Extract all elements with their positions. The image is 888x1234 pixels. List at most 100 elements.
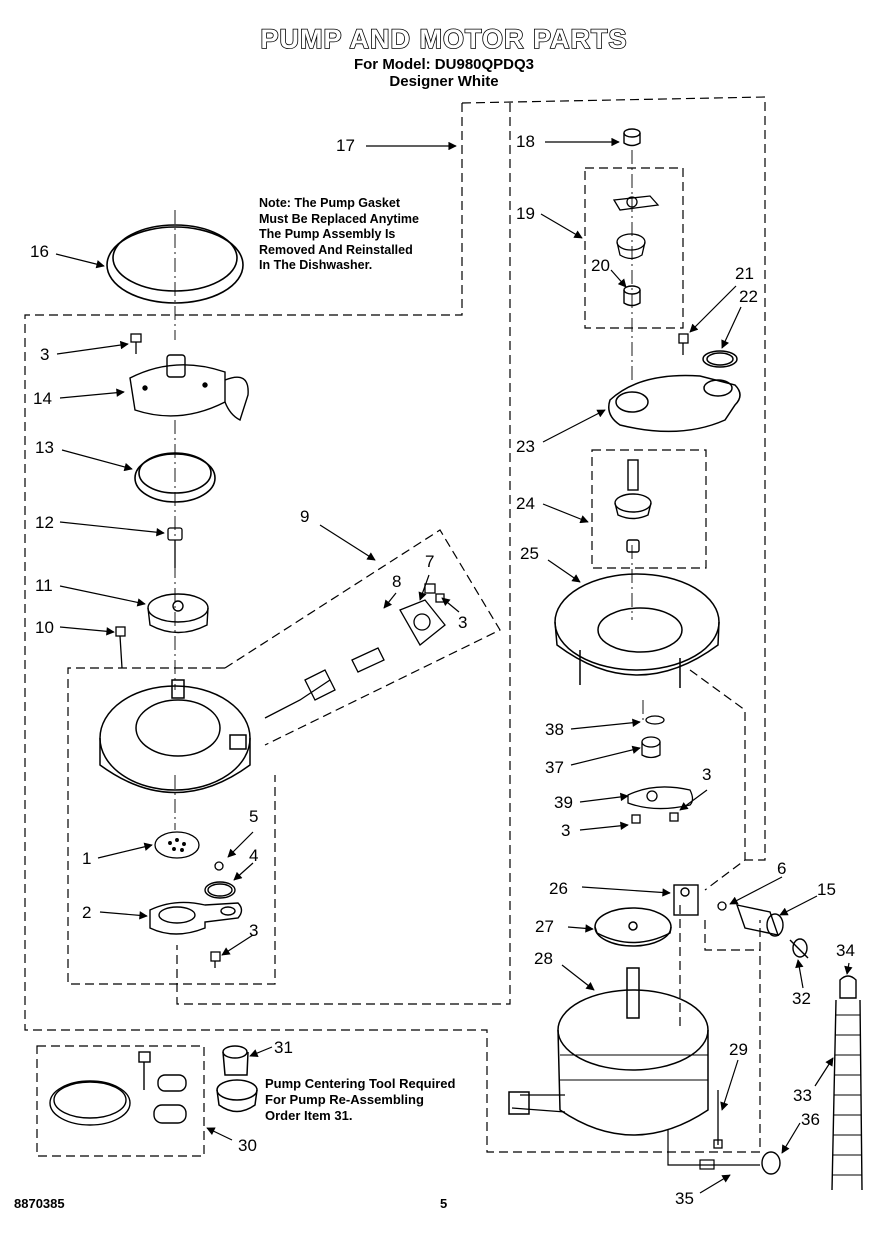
- part-19-seal-set: [612, 195, 660, 260]
- gasket-note: Note: The Pump Gasket Must Be Replaced A…: [259, 196, 419, 274]
- boundary-motor-link: [689, 669, 746, 891]
- part-23-plate: [608, 374, 741, 433]
- part-2-pump-base: [149, 901, 243, 935]
- boundary-30: [36, 1045, 205, 1157]
- boundary-17-upper: [24, 103, 761, 1153]
- part-38-o-ring: [645, 715, 665, 725]
- callout-6: 6: [777, 859, 787, 878]
- callout-8: 8: [392, 572, 402, 591]
- part-20-bushing: [623, 285, 641, 307]
- boundary-24: [591, 449, 707, 569]
- boundary-hose: [704, 920, 760, 951]
- part-33-hose: [831, 999, 863, 1191]
- callout-25: 25: [520, 544, 539, 563]
- callout-32: 32: [792, 989, 811, 1008]
- callout-3: 3: [458, 613, 468, 632]
- part-13-seal-ring: [134, 452, 216, 503]
- part-27-disc: [594, 907, 672, 947]
- part-15-fitting: [735, 904, 809, 959]
- callout-4: 4: [249, 846, 259, 865]
- gasket-note-line: Note: The Pump Gasket: [259, 196, 400, 210]
- callout-3: 3: [249, 921, 259, 940]
- part-12-bolt: [167, 527, 183, 568]
- color-line: Designer White: [389, 73, 499, 90]
- tool-note-line: Pump Centering Tool Required: [265, 1076, 456, 1091]
- callout-34: 34: [836, 941, 855, 960]
- boundary-17: [461, 96, 766, 861]
- callout-24: 24: [516, 494, 535, 513]
- part-30-kit: [49, 1051, 187, 1126]
- part-37-valve: [641, 736, 661, 759]
- callout-11: 11: [35, 576, 53, 595]
- callout-23: 23: [516, 437, 535, 456]
- part-1-filter-disc: [154, 831, 200, 859]
- part-29-bolt: [713, 1090, 723, 1149]
- part-31-tool: [216, 1045, 258, 1113]
- callout-18: 18: [516, 132, 535, 151]
- boundary-9b: [67, 667, 276, 985]
- callout-2: 2: [82, 903, 92, 922]
- tool-note: Pump Centering Tool Required For Pump Re…: [265, 1076, 455, 1124]
- part-14-pump-cover: [129, 354, 249, 421]
- callout-39: 39: [554, 793, 573, 812]
- callout-14: 14: [33, 389, 52, 408]
- part-28-motor: [508, 967, 709, 1136]
- boundary-19: [584, 167, 684, 329]
- callout-16: 16: [30, 242, 49, 261]
- part-5-ball: [214, 861, 224, 871]
- gasket-note-line: The Pump Assembly Is: [259, 227, 396, 241]
- callout-28: 28: [534, 949, 553, 968]
- callout-12: 12: [35, 513, 54, 532]
- pump-housing: [99, 679, 251, 794]
- callout-15: 15: [817, 880, 836, 899]
- callout-19: 19: [516, 204, 535, 223]
- part-22-o-ring: [702, 350, 738, 368]
- part-10-screw: [115, 626, 126, 669]
- callout-38: 38: [545, 720, 564, 739]
- callout-29: 29: [729, 1040, 748, 1059]
- callout-27: 27: [535, 917, 554, 936]
- part-34-cap: [839, 975, 857, 999]
- alignment-lines: [174, 150, 644, 830]
- callout-10: 10: [35, 618, 54, 637]
- gasket-note-line: Removed And Reinstalled: [259, 242, 413, 257]
- callout-5: 5: [249, 807, 259, 826]
- part-21-screw: [678, 333, 689, 355]
- model-line: For Model: DU980QPDQ3: [353, 56, 535, 73]
- callout-35: 35: [675, 1189, 694, 1208]
- callout-3: 3: [40, 345, 50, 364]
- part-4-o-ring: [204, 881, 236, 899]
- callout-3: 3: [702, 765, 712, 784]
- gasket-note-line: Must Be Replaced Anytime: [259, 211, 419, 226]
- doc-number: 8870385: [14, 1196, 65, 1211]
- page-number: 5: [440, 1196, 448, 1211]
- page-title: PUMP AND MOTOR PARTS: [260, 23, 628, 55]
- part-7-screw: [424, 583, 436, 594]
- callout-20: 20: [591, 256, 610, 275]
- tool-note-line: For Pump Re-Assembling: [265, 1092, 424, 1107]
- part-3-screw-lower: [210, 951, 221, 968]
- callout-17: 17: [336, 136, 355, 155]
- callout-7: 7: [425, 552, 435, 571]
- part-6-o-ring: [717, 901, 727, 911]
- part-35-wire: [667, 1130, 760, 1170]
- part-24-shaft-seal: [614, 459, 652, 553]
- callout-21: 21: [735, 264, 754, 283]
- part-18-cap: [623, 128, 641, 147]
- callout-36: 36: [801, 1110, 820, 1129]
- callout-37: 37: [545, 758, 564, 777]
- boundary-pump: [176, 103, 511, 1005]
- callout-33: 33: [793, 1086, 812, 1105]
- part-3-screw-pair: [631, 812, 679, 824]
- part-16-pump-gasket: [106, 224, 244, 304]
- callout-9: 9: [300, 507, 310, 526]
- tool-note-line: Order Item 31.: [265, 1108, 353, 1123]
- leader-lines: [55, 137, 853, 1194]
- callout-26: 26: [549, 879, 568, 898]
- gasket-note-line: In The Dishwasher.: [259, 258, 373, 272]
- callout-13: 13: [35, 438, 54, 457]
- callout-30: 30: [238, 1136, 257, 1155]
- callout-22: 22: [739, 287, 758, 306]
